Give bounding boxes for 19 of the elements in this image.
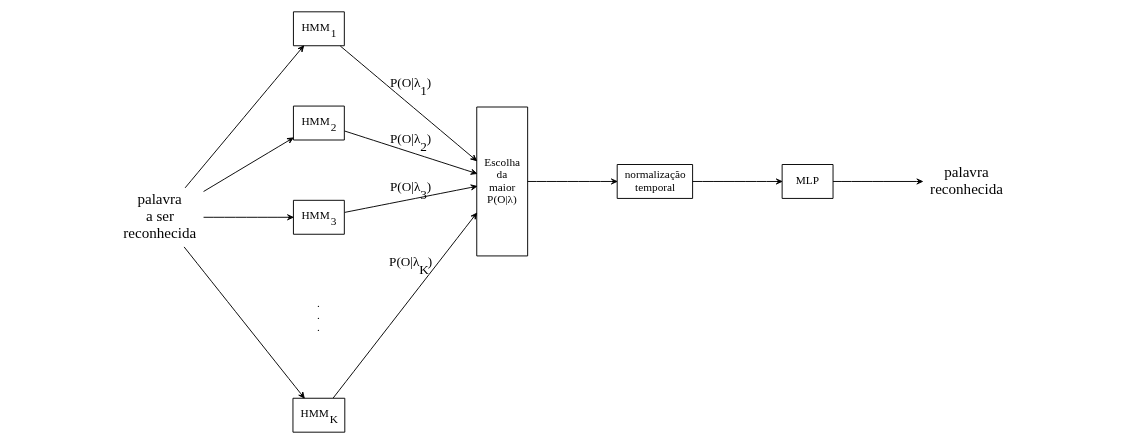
- node-text: palavra a ser reconhecida: [123, 190, 197, 241]
- arrow: [832, 178, 923, 185]
- arrow: [527, 178, 618, 185]
- arrow: [203, 137, 294, 192]
- label: .: [317, 296, 320, 309]
- arrow: [339, 45, 478, 162]
- arrow: [692, 178, 783, 185]
- node-text: palavra reconhecida: [930, 163, 1003, 197]
- label: .: [317, 309, 320, 322]
- arrow: [332, 212, 478, 399]
- node-box: MLP: [781, 164, 834, 199]
- arrow: [184, 45, 305, 189]
- label: .: [317, 321, 320, 334]
- node-box: Escolha da maior P(O|λ): [476, 106, 529, 257]
- arrow: [344, 130, 478, 175]
- arrow: [203, 214, 294, 221]
- node-box: normalização temporal: [616, 164, 694, 199]
- arrow: [344, 184, 478, 213]
- arrow: [183, 246, 305, 399]
